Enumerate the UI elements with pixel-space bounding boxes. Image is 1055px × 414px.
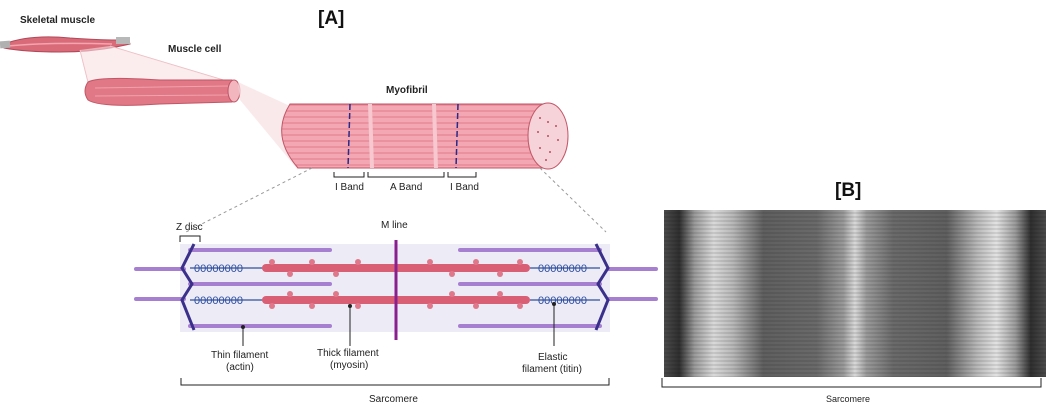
z-disc-left bbox=[180, 243, 196, 331]
titin-coil-bottom-right: 00000000 bbox=[538, 295, 587, 307]
i-band-left-label: I Band bbox=[335, 182, 364, 193]
myofibril-label: Myofibril bbox=[386, 85, 428, 96]
myofibril-icon bbox=[281, 102, 569, 170]
titin-coil-top-right: 00000000 bbox=[538, 263, 587, 275]
z-disc-right bbox=[594, 243, 610, 331]
m-line-label: M line bbox=[381, 220, 408, 231]
zoom-cone-1 bbox=[80, 46, 230, 82]
thick-filament-label: Thick filament bbox=[317, 348, 379, 359]
i-band-right-bracket bbox=[447, 172, 477, 178]
sarcomere-label-b: Sarcomere bbox=[826, 394, 870, 404]
muscle-cell-icon bbox=[84, 77, 241, 106]
i-band-left-bracket bbox=[333, 172, 365, 178]
skeletal-muscle-label: Skeletal muscle bbox=[20, 15, 95, 26]
titin-coil-top-left: 00000000 bbox=[194, 263, 243, 275]
thin-filament-label: Thin filament bbox=[211, 350, 268, 361]
z-disc-bracket bbox=[179, 235, 201, 242]
elastic-filament-sublabel: filament (titin) bbox=[522, 364, 582, 375]
thin-filament-sublabel: (actin) bbox=[226, 362, 254, 373]
z-disc-label: Z disc bbox=[176, 222, 203, 233]
thin-filaments bbox=[134, 248, 658, 328]
sarcomere-bracket-a bbox=[180, 378, 610, 386]
sarcomere-label-a: Sarcomere bbox=[369, 394, 418, 405]
titin-connectors bbox=[190, 267, 600, 301]
zoom-dash-left bbox=[185, 167, 313, 233]
titin-coil-bottom-left: 00000000 bbox=[194, 295, 243, 307]
a-band-label: A Band bbox=[390, 182, 422, 193]
thick-filament-sublabel: (myosin) bbox=[330, 360, 368, 371]
zoom-cone-2 bbox=[238, 82, 298, 170]
sarcomere-bracket-b bbox=[661, 378, 1042, 388]
panel-a-tag: [A] bbox=[318, 8, 344, 29]
zoom-dash-right bbox=[539, 167, 607, 233]
electron-micrograph bbox=[664, 210, 1046, 377]
muscle-cell-label: Muscle cell bbox=[168, 44, 222, 55]
elastic-filament-label: Elastic bbox=[538, 352, 567, 363]
panel-b-tag: [B] bbox=[835, 180, 861, 201]
a-band-bracket bbox=[367, 172, 445, 178]
i-band-right-label: I Band bbox=[450, 182, 479, 193]
